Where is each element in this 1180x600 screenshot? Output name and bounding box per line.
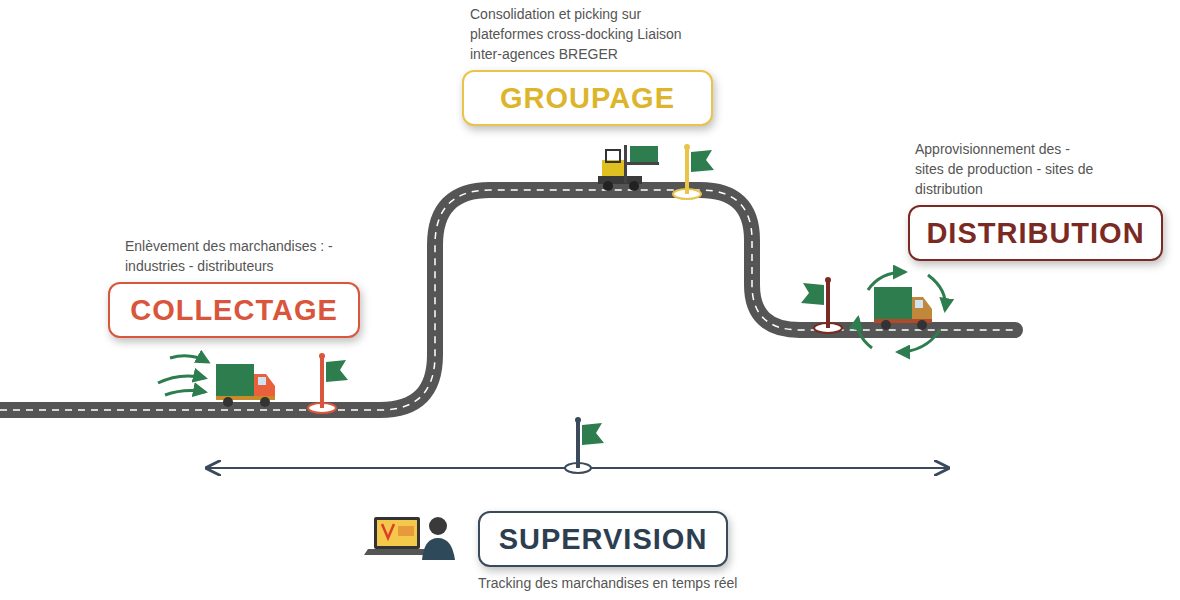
groupage-box: GROUPAGEConsolidation et picking sur pla…	[462, 70, 713, 126]
label-frame: DISTRIBUTION	[908, 205, 1163, 261]
label-frame: SUPERVISION	[478, 511, 728, 567]
stage-description: Enlèvement des marchandises : - industri…	[125, 236, 365, 276]
distribution-box: DISTRIBUTIONApprovisionnement des - site…	[908, 205, 1163, 261]
stage-description: Approvisionnement des - sites de product…	[915, 139, 1100, 199]
stage-title: COLLECTAGE	[130, 294, 338, 327]
stage-title: GROUPAGE	[500, 82, 675, 115]
collect-box: COLLECTAGEEnlèvement des marchandises : …	[108, 282, 360, 338]
stage-description: Tracking des marchandises en temps réel	[478, 573, 798, 593]
supervision-box: SUPERVISIONTracking des marchandises en …	[478, 511, 728, 567]
stage-title: DISTRIBUTION	[926, 217, 1144, 250]
stage-description: Consolidation et picking sur plateformes…	[470, 4, 710, 64]
stage-title: SUPERVISION	[499, 523, 708, 556]
label-frame: GROUPAGE	[462, 70, 713, 126]
label-frame: COLLECTAGE	[108, 282, 360, 338]
